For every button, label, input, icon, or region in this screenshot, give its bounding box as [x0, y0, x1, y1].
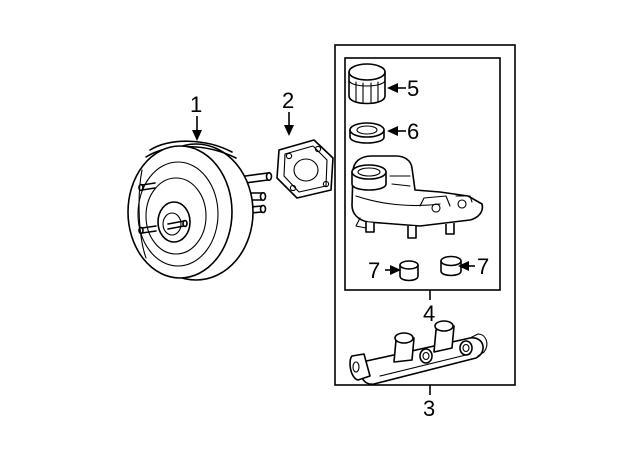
grommet-left [399, 260, 419, 282]
callout-1: 1 [190, 92, 202, 117]
callout-6: 6 [407, 119, 419, 144]
master-cylinder [349, 320, 488, 385]
master-cylinder-assembly-box [334, 44, 516, 386]
callout-2: 2 [282, 88, 294, 113]
brake-booster [127, 140, 273, 281]
fluid-reservoir [351, 155, 484, 239]
callout-5: 5 [407, 76, 419, 101]
reservoir-cap [348, 63, 386, 105]
cap-seal [349, 122, 385, 144]
grommet-right [440, 255, 462, 277]
reservoir-kit-box [344, 57, 501, 291]
callout-7-left: 7 [368, 258, 380, 283]
gasket [276, 139, 334, 199]
leader-lines [192, 83, 475, 395]
callout-7-right: 7 [477, 254, 489, 279]
callout-4: 4 [423, 301, 435, 326]
callout-3: 3 [423, 396, 435, 421]
